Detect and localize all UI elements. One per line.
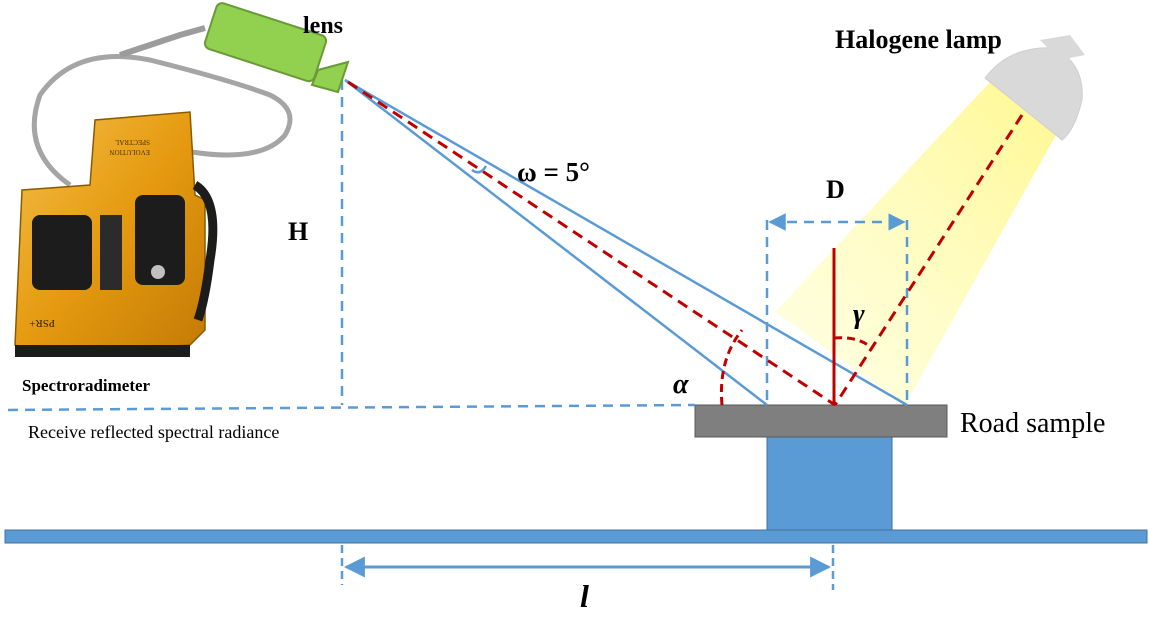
sample-stand <box>766 436 893 531</box>
gamma-angle-arc <box>833 336 873 350</box>
spectroradiometer-icon: SPECTRAL EVOLUTION PSR+ <box>14 111 218 357</box>
lens-icon <box>203 2 350 94</box>
device-model-label: PSR+ <box>29 317 55 329</box>
device-brand-line2: EVOLUTION <box>110 148 150 156</box>
diameter-label: D <box>826 175 845 204</box>
height-label: H <box>288 217 308 246</box>
fov-left-line <box>344 79 768 406</box>
illumination-axis-dashed <box>833 114 1024 406</box>
fov-right-line <box>344 78 908 407</box>
road-sample-plate <box>694 404 948 438</box>
ground-base <box>4 529 1148 544</box>
halogen-lamp-icon <box>984 35 1085 141</box>
halogen-light-beam <box>775 82 1060 405</box>
distance-label: l <box>580 578 589 614</box>
spectroradiometer-label: Spectroradimeter <box>22 376 151 395</box>
gamma-label: γ <box>853 299 865 330</box>
alpha-label: α <box>673 369 689 400</box>
baseline-dashed-line <box>7 403 696 412</box>
omega-angle-label: ω = 5° <box>517 157 590 187</box>
omega-angle-arc <box>471 165 488 174</box>
device-brand-line1: SPECTRAL <box>115 138 150 146</box>
halogen-lamp-label: Halogene lamp <box>835 25 1002 54</box>
road-sample-label: Road sample <box>960 408 1105 439</box>
receive-radiance-label: Receive reflected spectral radiance <box>28 422 279 442</box>
viewing-axis-dashed <box>347 80 836 407</box>
lens-label: lens <box>303 13 343 39</box>
alpha-angle-arc <box>719 329 744 406</box>
